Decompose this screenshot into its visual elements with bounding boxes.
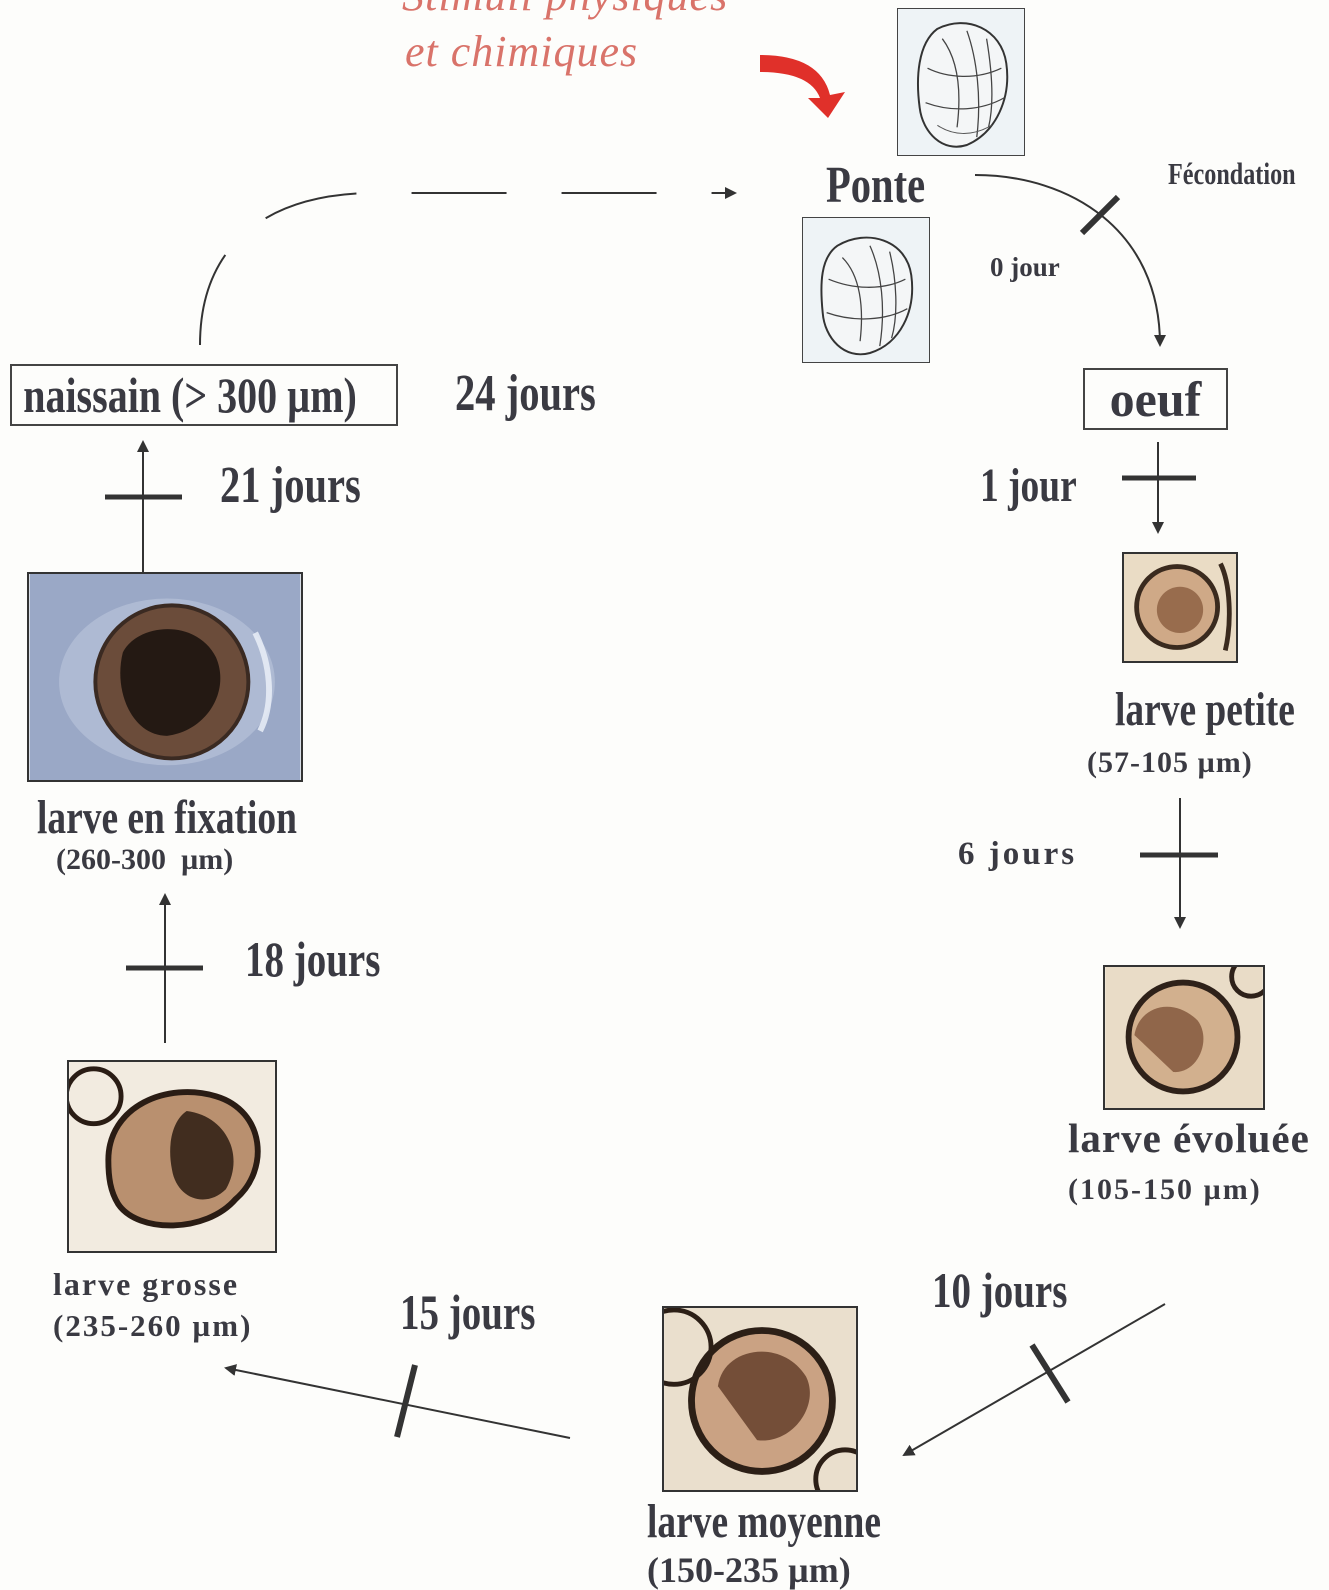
- tick-0-jour: [1082, 197, 1118, 233]
- ponte-label: Ponte: [826, 160, 925, 212]
- larve-evoluee-size: (105-150 µm): [1068, 1175, 1262, 1205]
- oeuf-box: oeuf: [1083, 368, 1228, 430]
- naissain-label: naissain (> 300 µm): [12, 370, 357, 420]
- larve-en-fixation-size: (260-300 µm): [56, 845, 233, 875]
- larve-en-fixation-name: larve en fixation: [37, 794, 297, 842]
- duration-24-jours: 24 jours: [455, 368, 596, 420]
- fecondation-label: Fécondation: [1168, 158, 1296, 189]
- stimuli-arrow: [760, 55, 845, 118]
- stimuli-label-line2: et chimiques: [405, 30, 638, 74]
- tick-15-jours: [397, 1365, 415, 1437]
- oyster-shell-image-bottom: [802, 217, 930, 363]
- larve-en-fixation-photo: [27, 572, 303, 782]
- duration-1-jour: 1 jour: [980, 462, 1077, 510]
- larve-petite-photo: [1122, 552, 1238, 663]
- duration-18-jours: 18 jours: [245, 934, 380, 984]
- larve-grosse-name: larve grosse: [53, 1268, 239, 1300]
- larve-moyenne-photo: [662, 1306, 858, 1492]
- larve-evoluee-photo: [1103, 965, 1265, 1110]
- duration-0-jour: 0 jour: [990, 254, 1060, 281]
- larve-petite-name: larve petite: [1115, 686, 1295, 734]
- oeuf-label: oeuf: [1110, 374, 1202, 424]
- oyster-shell-image-top: [897, 8, 1025, 156]
- larve-moyenne-size: (150-235 µm): [647, 1552, 851, 1588]
- stimuli-label-line1: Stimuli physiques: [402, 0, 728, 18]
- larve-evoluee-name: larve évoluée: [1068, 1118, 1310, 1159]
- tick-10-jours: [1032, 1345, 1068, 1402]
- duration-15-jours: 15 jours: [400, 1287, 535, 1337]
- larve-petite-size: (57-105 µm): [1087, 748, 1253, 778]
- larve-grosse-size: (235-260 µm): [53, 1310, 252, 1341]
- larve-moyenne-name: larve moyenne: [647, 1498, 881, 1546]
- duration-21-jours: 21 jours: [220, 460, 361, 512]
- naissain-box: naissain (> 300 µm): [10, 364, 398, 426]
- duration-6-jours: 6 jours: [958, 838, 1077, 871]
- duration-10-jours: 10 jours: [932, 1265, 1067, 1315]
- naissain-to-ponte-dashed-arrow: [200, 193, 735, 345]
- larve-grosse-photo: [67, 1060, 277, 1253]
- evoluee-to-moyenne-arrow: [904, 1304, 1165, 1455]
